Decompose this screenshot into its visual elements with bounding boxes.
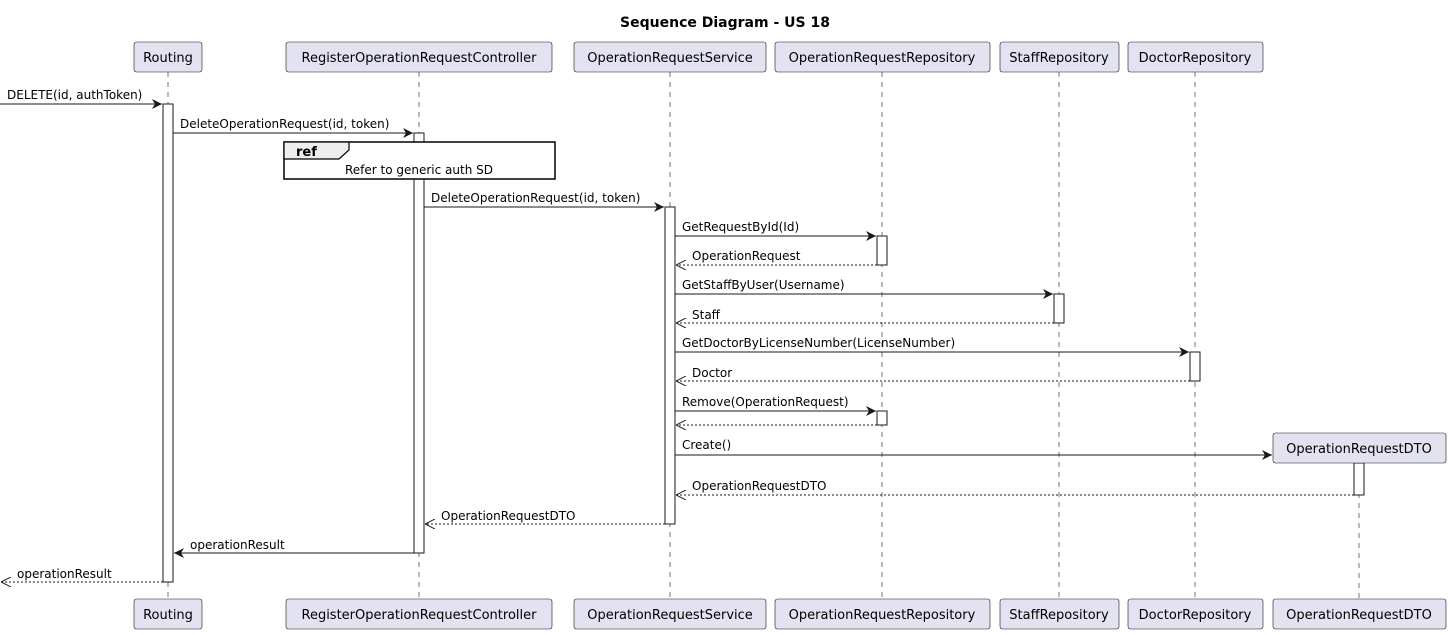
participant-staff-repository: StaffRepository [999, 41, 1120, 73]
participant-operation-request-dto-created: OperationRequestDTO [1272, 432, 1447, 464]
message-label: Create() [682, 438, 731, 452]
participant-label: Routing [143, 608, 193, 623]
participant-label: RegisterOperationRequestController [302, 608, 538, 623]
activation-staff-repo [1053, 293, 1065, 324]
messages: DELETE(id, authToken) DeleteOperationReq… [0, 88, 1354, 582]
participant-label: StaffRepository [1009, 51, 1109, 66]
participant-label: OperationRequestRepository [789, 51, 976, 66]
message-label: OperationRequestDTO [441, 509, 575, 523]
activation-doctor-repo [1189, 351, 1201, 382]
participant-label: StaffRepository [1009, 608, 1109, 623]
message-label: GetDoctorByLicenseNumber(LicenseNumber) [682, 336, 955, 350]
participant-routing: Routing [133, 41, 203, 73]
participant-staff-repository-bottom: StaffRepository [999, 598, 1120, 630]
participant-label: OperationRequestService [587, 51, 753, 66]
participant-service-bottom: OperationRequestService [573, 598, 767, 630]
message-label: GetRequestById(Id) [682, 220, 799, 234]
participant-operation-request-dto-bottom: OperationRequestDTO [1272, 598, 1447, 630]
message-label: GetStaffByUser(Username) [682, 278, 845, 292]
participant-operation-request-repository: OperationRequestRepository [774, 41, 991, 73]
message-label: Doctor [692, 366, 732, 380]
participants-bottom: Routing RegisterOperationRequestControll… [133, 598, 1447, 630]
message-label: DeleteOperationRequest(id, token) [431, 191, 640, 205]
participant-label: OperationRequestRepository [789, 608, 976, 623]
participant-service: OperationRequestService [573, 41, 767, 73]
participant-label: DoctorRepository [1139, 51, 1252, 66]
participant-label: Routing [143, 51, 193, 66]
participant-operation-request-repository-bottom: OperationRequestRepository [774, 598, 991, 630]
activation-routing [162, 103, 174, 583]
ref-frame-tag-box [283, 141, 350, 160]
message-label: OperationRequest [692, 249, 801, 263]
participant-label: OperationRequestDTO [1286, 442, 1432, 457]
participant-doctor-repository: DoctorRepository [1127, 41, 1264, 73]
participant-routing-bottom: Routing [133, 598, 203, 630]
ref-frame-text: Refer to generic auth SD [345, 163, 493, 177]
participant-label: DoctorRepository [1139, 608, 1252, 623]
activation-controller [413, 132, 425, 554]
activation-service [664, 206, 676, 525]
diagram-title: Sequence Diagram - US 18 [620, 15, 830, 31]
participant-doctor-repository-bottom: DoctorRepository [1127, 598, 1264, 630]
message-label: Remove(OperationRequest) [682, 395, 849, 409]
participant-controller: RegisterOperationRequestController [285, 41, 553, 73]
message-label: DELETE(id, authToken) [7, 88, 142, 102]
participant-controller-bottom: RegisterOperationRequestController [285, 598, 553, 630]
message-label: Staff [692, 308, 721, 322]
participant-label: RegisterOperationRequestController [302, 51, 538, 66]
message-label: DeleteOperationRequest(id, token) [180, 117, 389, 131]
message-label: operationResult [190, 538, 285, 552]
activation-op-repo-get [876, 235, 888, 266]
activation-bars [162, 103, 1365, 583]
message-label: OperationRequestDTO [692, 479, 826, 493]
activation-dto [1353, 462, 1365, 496]
ref-frame-tag: ref [296, 145, 317, 160]
participant-label: OperationRequestService [587, 608, 753, 623]
ref-frame: ref Refer to generic auth SD [283, 141, 556, 180]
participant-label: OperationRequestDTO [1286, 608, 1432, 623]
message-label: operationResult [17, 567, 112, 581]
activation-op-repo-remove [876, 410, 888, 426]
participants-top: Routing RegisterOperationRequestControll… [133, 41, 1264, 73]
